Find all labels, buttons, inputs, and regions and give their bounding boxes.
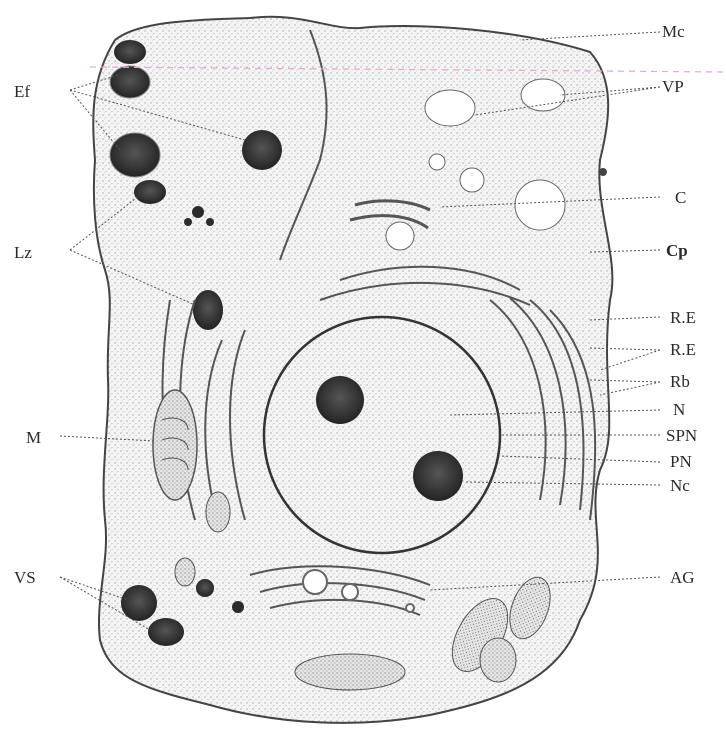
label-pn: PN <box>670 452 692 471</box>
label-re-1: R.E <box>670 308 696 327</box>
dark-granule <box>134 180 166 204</box>
vacuole <box>521 79 565 111</box>
vesicle <box>175 558 195 586</box>
dark-granule <box>196 579 214 597</box>
label-cp: Cp <box>666 241 688 260</box>
mitochondrion <box>206 492 230 532</box>
dark-granule <box>110 66 150 98</box>
vacuole <box>515 180 565 230</box>
label-ag: AG <box>670 568 695 587</box>
dark-granule <box>110 133 160 177</box>
vacuole <box>429 154 445 170</box>
label-rb: Rb <box>670 372 690 391</box>
mitochondrion <box>295 654 405 690</box>
nucleus <box>264 317 500 553</box>
dark-granule <box>206 218 214 226</box>
dark-granule <box>232 601 244 613</box>
label-spn: SPN <box>666 426 697 445</box>
dark-granule <box>242 130 282 170</box>
dark-granule <box>193 290 223 330</box>
label-mc: Mc <box>662 22 685 41</box>
label-re-2: R.E <box>670 340 696 359</box>
label-lz: Lz <box>14 243 32 262</box>
label-vs: VS <box>14 568 36 587</box>
label-nc: Nc <box>670 476 690 495</box>
vacuole <box>460 168 484 192</box>
dark-granule <box>114 40 146 64</box>
nucleolus <box>413 451 463 501</box>
dark-granule <box>148 618 184 646</box>
label-m: M <box>26 428 41 447</box>
mitochondrion <box>480 638 516 682</box>
dark-granule <box>192 206 204 218</box>
vacuole <box>425 90 475 126</box>
vacuole <box>599 168 607 176</box>
label-ef: Ef <box>14 82 30 101</box>
dark-granule <box>184 218 192 226</box>
label-vp: VP <box>662 77 684 96</box>
label-c: C <box>675 188 686 207</box>
nucleolus <box>316 376 364 424</box>
label-n: N <box>673 400 685 419</box>
mitochondrion <box>153 390 197 500</box>
